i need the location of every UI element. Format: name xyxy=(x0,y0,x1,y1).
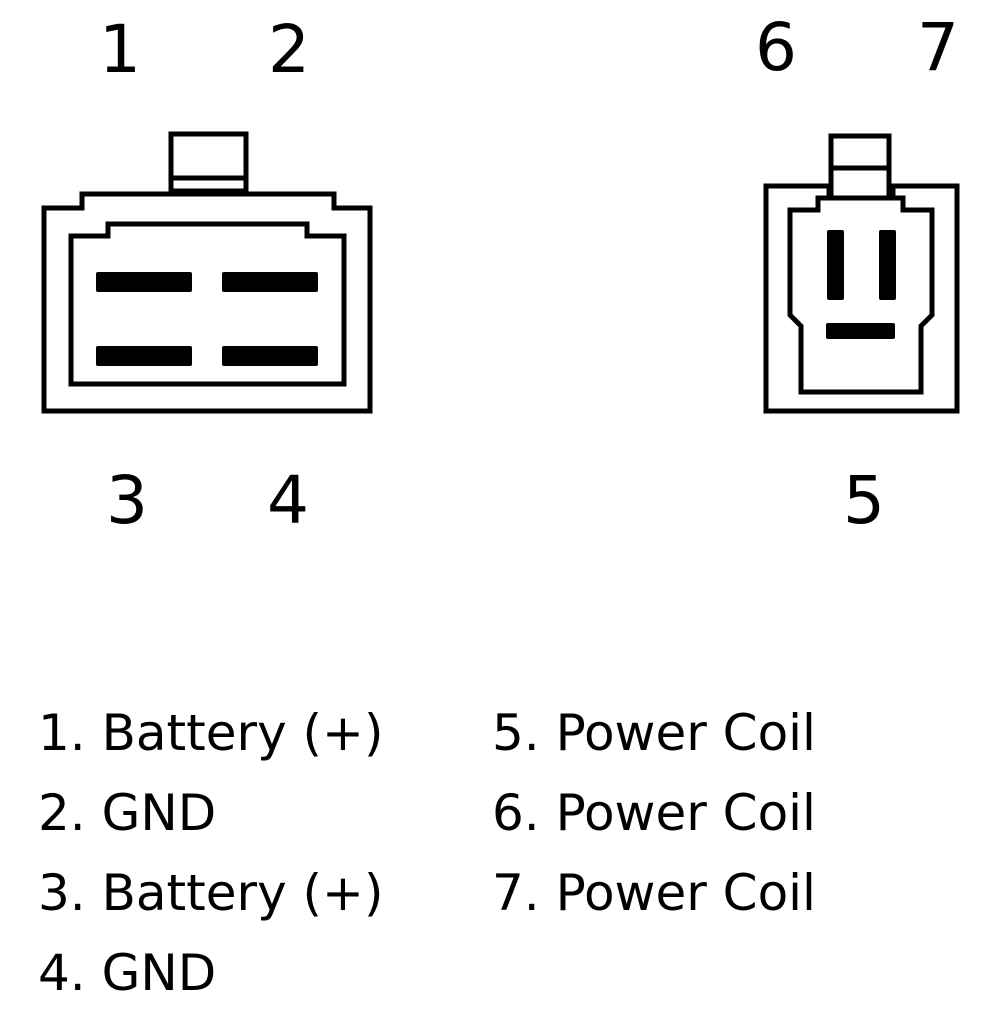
terminal-4 xyxy=(222,346,318,366)
terminal-3 xyxy=(96,346,192,366)
legend-item-2: 2. GND xyxy=(38,784,217,842)
four-pin-inner-housing xyxy=(68,221,347,387)
three-pin-terminals xyxy=(826,230,896,339)
four-pin-terminals xyxy=(96,272,318,366)
terminal-1 xyxy=(96,272,192,292)
four-pin-latch xyxy=(168,131,249,194)
legend-item-4: 4. GND xyxy=(38,944,217,1002)
legend-item-7: 7. Power Coil xyxy=(492,864,816,922)
legend-left-column: 1. Battery (+) 2. GND 3. Battery (+) 4. … xyxy=(38,693,383,1013)
three-pin-inner-housing xyxy=(787,195,935,395)
pin-label-4: 4 xyxy=(267,462,309,539)
legend-item-5: 5. Power Coil xyxy=(492,704,816,762)
four-pin-connector xyxy=(41,131,373,414)
terminal-5 xyxy=(826,323,895,339)
three-pin-connector xyxy=(763,133,960,414)
pin-label-1: 1 xyxy=(99,11,141,88)
terminal-6 xyxy=(827,230,844,300)
three-pin-outer-housing xyxy=(763,183,960,414)
legend-item-6: 6. Power Coil xyxy=(492,784,816,842)
pin-label-6: 6 xyxy=(755,9,797,86)
pin-label-5: 5 xyxy=(843,462,885,539)
pin-label-7: 7 xyxy=(917,9,959,86)
pin-label-2: 2 xyxy=(268,11,310,88)
legend-item-1: 1. Battery (+) xyxy=(38,704,384,762)
terminal-2 xyxy=(222,272,318,292)
four-pin-outer-housing xyxy=(41,191,373,414)
pin-label-3: 3 xyxy=(106,462,148,539)
legend-right-column: 5. Power Coil 6. Power Coil 7. Power Coi… xyxy=(492,693,816,933)
legend-item-3: 3. Battery (+) xyxy=(38,864,384,922)
terminal-7 xyxy=(879,230,896,300)
